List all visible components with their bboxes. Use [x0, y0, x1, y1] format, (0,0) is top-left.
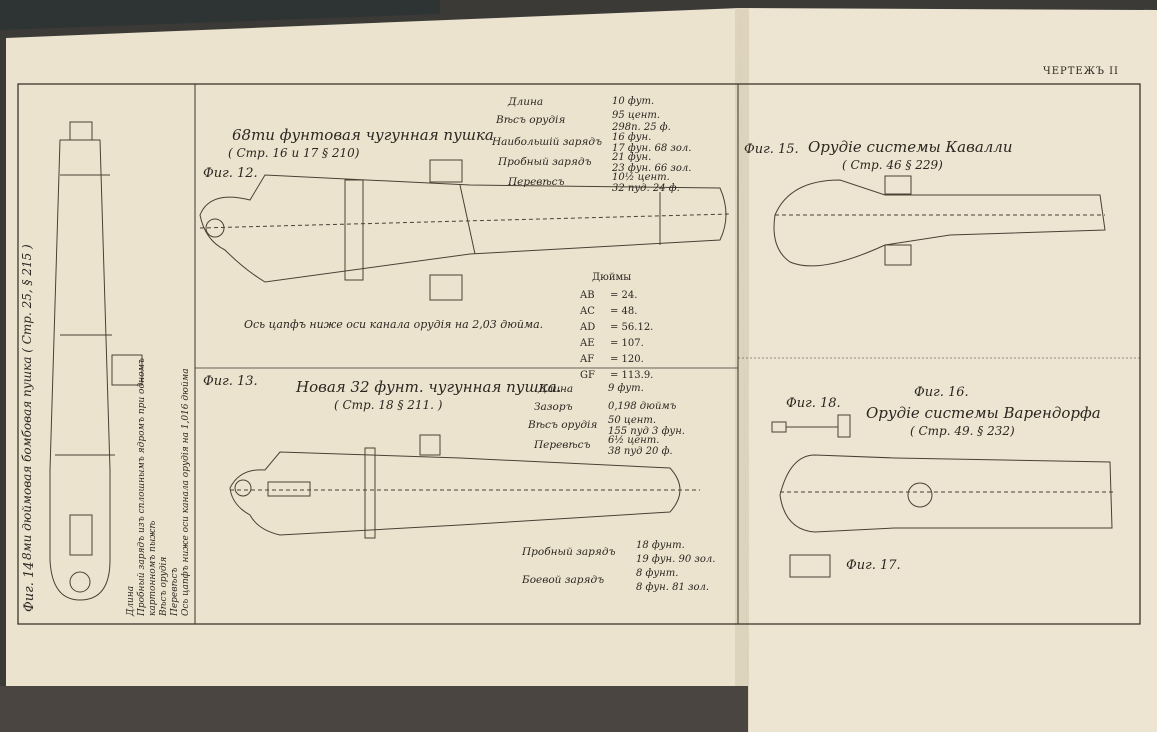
spec-value: 32 пуд. 24 ф. [612, 183, 680, 194]
spec-label: картонномъ пыжѣ [148, 520, 158, 616]
fig15-cannon-drawing [773, 175, 1106, 267]
spec-label: Наибольшій зарядъ [492, 136, 603, 148]
fig16-ref: ( Стр. 49. § 232) [910, 424, 1015, 438]
spec-value: 6½ цент. [608, 435, 660, 446]
inches-val: = 113.9. [610, 370, 654, 381]
fig14-label: Фиг. 14 [22, 561, 37, 612]
spec-value: 50 цент. [608, 415, 657, 426]
spec-value: 17 фун. 68 зол. [612, 143, 692, 154]
inches-val: = 107. [610, 338, 644, 349]
spec-value: 38 пуд 20 ф. [608, 446, 673, 457]
fig18-label: Фиг. 18. [786, 396, 841, 411]
fig16-label: Фиг. 16. [914, 385, 969, 400]
inches-key: AB [580, 290, 595, 301]
spec-label: Пробный зарядъ изъ сплошнымъ ядромъ при … [137, 358, 147, 616]
plate-label: ЧЕРТЕЖЪ II [1043, 66, 1119, 77]
charge-label: Боевой зарядъ [522, 574, 605, 586]
inches-val: = 56.12. [610, 322, 654, 333]
fig15-ref: ( Стр. 46 § 229) [842, 158, 943, 172]
fig12-label: Фиг. 12. [203, 166, 258, 181]
charge-value: 8 фунт. [636, 568, 679, 579]
inches-val: = 24. [610, 290, 638, 301]
spec-value: 0,198 дюймъ [608, 401, 677, 412]
spec-label: Перевѣсъ [170, 567, 180, 616]
charge-value: 19 фун. 90 зол. [636, 554, 716, 565]
right-page [740, 8, 1157, 732]
spec-value: 23 фун. 66 зол. [612, 163, 692, 174]
spec-label: Перевѣсъ [508, 176, 565, 188]
spec-label: Длина [126, 585, 136, 616]
charge-value: 18 фунт. [636, 540, 685, 551]
spec-value: 9 фут. [608, 383, 644, 394]
fig16-title: Орудіе системы Варендорфа [866, 404, 1101, 422]
spec-label: Длина [538, 383, 574, 395]
spec-value: 298п. 25 ф. [612, 122, 671, 133]
fig13-title: Новая 32 фунт. чугунная пушка. [296, 378, 562, 396]
fig15-label: Фиг. 15. [744, 142, 799, 157]
fig16-cannon-drawing [771, 414, 1115, 578]
spec-label: Перевѣсъ [534, 439, 591, 451]
spec-value: 10 фут. [612, 96, 655, 107]
spec-value: 21 фун. [612, 152, 652, 163]
fig12-note: Ось цапфъ ниже оси канала орудія на 2,03… [244, 318, 544, 331]
inches-key: GF [580, 370, 595, 381]
fig13-cannon-drawing [229, 434, 700, 539]
plate-frame [17, 83, 1141, 625]
inches-key: AE [580, 338, 595, 349]
spec-label: Ось цапфъ ниже оси канала орудія на 1,01… [181, 368, 191, 616]
spec-value: 95 цент. [612, 110, 661, 121]
spec-label: Пробный зарядъ [498, 156, 592, 168]
spec-value: 10½ цент. [612, 172, 670, 183]
charge-label: Пробный зарядъ [522, 546, 616, 558]
fig14-cannon-drawing [49, 121, 143, 601]
spec-label: Вѣсъ орудія [496, 114, 566, 126]
spec-label: Вѣсъ орудія [528, 419, 598, 431]
fig15-title: Орудіе системы Кавалли [808, 138, 1013, 156]
spec-label: Длина [508, 96, 544, 108]
fig17-label: Фиг. 17. [846, 558, 901, 573]
fig13-label: Фиг. 13. [203, 374, 258, 389]
inches-key: AF [580, 354, 595, 365]
charge-value: 8 фун. 81 зол. [636, 582, 710, 593]
inches-val: = 120. [610, 354, 644, 365]
inches-key: AC [580, 306, 595, 317]
spec-label: Зазоръ [534, 401, 573, 413]
spec-value: 16 фун. [612, 132, 652, 143]
spec-label: Вѣсъ орудія [159, 556, 169, 616]
inches-val: = 48. [610, 306, 638, 317]
inches-header: Дюймы [592, 272, 632, 283]
fig14-title: 8ми дюймовая бомбовая пушка ( Стр. 25, §… [20, 244, 34, 560]
spec-value: 155 пуд 3 фун. [608, 426, 685, 437]
fig12-cannon-drawing [199, 159, 731, 301]
fig12-ref: ( Стр. 16 и 17 § 210) [228, 146, 360, 160]
inches-key: AD [580, 322, 596, 333]
fig12-title: 68ти фунтовая чугунная пушка [232, 126, 494, 144]
fig13-ref: ( Стр. 18 § 211. ) [334, 398, 443, 412]
